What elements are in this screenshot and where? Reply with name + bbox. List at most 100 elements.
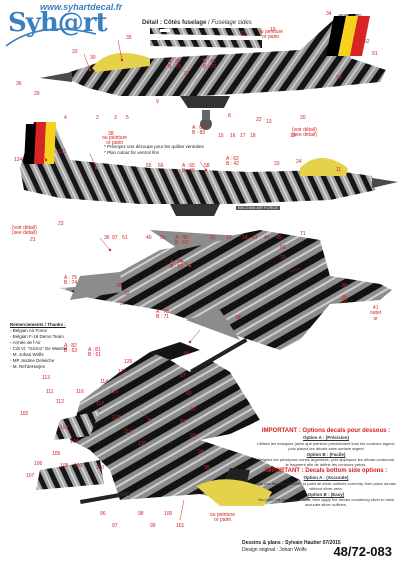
- callout-ab-4: A : 62 B : 42: [226, 156, 240, 168]
- num-38: 38: [108, 131, 114, 137]
- num-32: 32: [124, 291, 130, 297]
- num-69: 69: [280, 245, 286, 251]
- num-94: 94: [198, 449, 204, 455]
- num-30: 30: [90, 55, 96, 61]
- num-116: 116: [76, 389, 84, 395]
- num-114: 114: [100, 379, 108, 385]
- num-90: 90: [190, 407, 196, 413]
- num-12: 12: [226, 235, 232, 241]
- num-84: 84: [184, 351, 190, 357]
- num-85: 85: [342, 295, 348, 301]
- num-29: 29: [34, 91, 40, 97]
- num-83: 83: [180, 419, 186, 425]
- callout-ab-1: A : 80 B : 75: [168, 59, 182, 71]
- num-106: 106: [34, 461, 43, 467]
- thanks-item: - Belgian F-16 Demo Team: [10, 334, 64, 340]
- canopy-yellow-bottom: [196, 479, 272, 506]
- num-117: 117: [96, 401, 104, 407]
- num-98: 98: [336, 75, 342, 81]
- num-51: 51: [122, 235, 128, 241]
- thanks-item: - MP Justine Delwiche: [10, 358, 55, 364]
- option-b-en: Option B : (Easy): [307, 491, 345, 497]
- num-4: 4: [64, 115, 67, 121]
- num-66: 66: [158, 163, 164, 169]
- num-93: 93: [190, 433, 196, 439]
- num-98b: 98: [138, 511, 144, 517]
- num-40: 40: [146, 235, 152, 241]
- thanks-item: - Armée de l'Air: [10, 340, 41, 346]
- num-96: 96: [100, 511, 106, 517]
- f16-top-view: [60, 230, 392, 350]
- num-9: 9: [156, 99, 159, 105]
- num-24: 24: [296, 159, 302, 165]
- thanks-item: - Cdt Vl. "Gizmo" De Waertel: [10, 346, 68, 352]
- num-37: 37: [184, 71, 190, 77]
- canopy-yellow: [92, 52, 150, 72]
- option-a-en-text: You use the joined masks to paint all si…: [256, 480, 396, 491]
- callout-ab-11: A : 82 B : 63: [64, 343, 78, 355]
- num-118: 118: [112, 415, 120, 421]
- num-14: 14: [242, 235, 248, 241]
- num-36b: 36: [104, 235, 110, 241]
- f16-bottom-view: [36, 337, 310, 506]
- num-25: 25: [210, 235, 216, 241]
- num-95: 95: [204, 465, 210, 471]
- thanks-item: - Belgian Air Force: [10, 328, 48, 334]
- num-97: 97: [112, 235, 118, 241]
- num-124: 124: [14, 157, 23, 163]
- important-head-en: IMPORTANT : Decals bottom side options :: [264, 468, 388, 475]
- num-16: 16: [230, 133, 236, 139]
- num-121: 121: [58, 149, 67, 155]
- num-43: 43: [252, 235, 258, 241]
- num-115: 115: [110, 389, 118, 395]
- detail-title-en: Fuselage sides: [211, 20, 252, 26]
- num-71: 71: [300, 231, 306, 237]
- fuselage-side-detail: [150, 28, 262, 48]
- callout-paint-side: ou peinture or paint: [102, 135, 128, 147]
- detail-title-fr: Détail : Côtés fuselage: [142, 20, 207, 26]
- num-33b: 33: [274, 161, 280, 167]
- num-92: 92: [364, 39, 370, 45]
- callout-ab-10: A : 81 B : 61: [88, 347, 102, 359]
- option-b-en-text: You paint the main silver area, then app…: [257, 497, 395, 508]
- option-a-fr: Option A : (Précision): [303, 434, 349, 440]
- sheet-reference: 48/72-083: [333, 544, 392, 559]
- notice-fr: * Prévoyez une découpe pour les quilles …: [104, 144, 204, 149]
- num-45: 45: [276, 235, 282, 241]
- credits-design: Design original : Johan Wolfs: [242, 546, 307, 553]
- option-a-en: Option A : (Accurate): [303, 475, 349, 481]
- num-103: 103: [60, 425, 69, 431]
- num-108: 108: [60, 463, 69, 469]
- num-10: 10: [270, 27, 276, 33]
- callout-ab-8: A : 65 B : 55: [182, 163, 196, 175]
- num-5: 5: [126, 115, 129, 121]
- tail-code-label: FA-: [152, 39, 159, 44]
- important-head-fr: IMPORTANT : Options decals pour dessous …: [261, 428, 391, 434]
- num-100: 100: [164, 511, 173, 517]
- num-36: 36: [16, 81, 22, 87]
- num-23b: 23: [58, 221, 64, 227]
- num-31: 31: [120, 301, 126, 307]
- num-20: 20: [300, 115, 306, 121]
- num-111: 111: [46, 389, 54, 395]
- belgian-air-force-label: BELGIAN AIR FORCE: [236, 205, 281, 211]
- num-112: 112: [56, 399, 64, 405]
- num-18: 18: [250, 133, 256, 139]
- num-65: 65: [146, 163, 152, 169]
- num-11: 11: [336, 167, 342, 173]
- num-86: 86: [236, 315, 242, 321]
- callout-markers: [44, 58, 208, 422]
- callout-paint-top: ou peinture or paint: [258, 29, 284, 41]
- num-120: 120: [138, 441, 147, 447]
- option-b-fr-text: Peignez les principaux zones argentées, …: [257, 457, 395, 468]
- num-2: 2: [96, 115, 99, 121]
- num-35: 35: [126, 35, 132, 41]
- num-30b: 30: [116, 283, 122, 289]
- num-13: 13: [266, 119, 272, 125]
- callout-paint-bottom: ou peinture or paint: [210, 512, 236, 524]
- callout-ab-3: A : 87 B : 89: [192, 125, 206, 137]
- num-102: 102: [20, 411, 29, 417]
- num-22: 22: [256, 117, 262, 123]
- logo-swoosh: [5, 28, 97, 47]
